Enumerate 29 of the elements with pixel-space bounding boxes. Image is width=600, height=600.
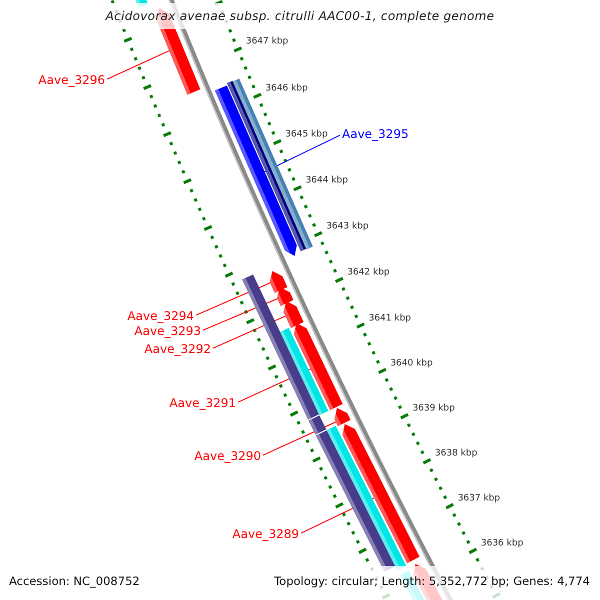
scale-label: 3644 kbp: [306, 176, 348, 187]
scale-label: 3636 kbp: [480, 538, 524, 550]
gene-label: Aave_3295: [342, 127, 409, 142]
gene-feature: [277, 287, 294, 306]
gene-label: Aave_3296: [38, 73, 105, 88]
gene-label: Aave_3291: [169, 396, 236, 410]
gene-label: Aave_3290: [194, 449, 261, 464]
scale-label: 3637 kbp: [458, 494, 500, 505]
leader-line: [262, 421, 337, 456]
scale-label: 3642 kbp: [347, 268, 390, 278]
gene-label: Aave_3294: [127, 309, 194, 324]
leader-line: [106, 50, 170, 80]
scale-label: 3638 kbp: [434, 448, 478, 460]
scale-label: 3643 kbp: [326, 222, 369, 233]
scale-label: 3647 kbp: [246, 37, 288, 48]
gene-feature: [334, 408, 351, 426]
scale-label: 3639 kbp: [412, 404, 455, 415]
scale-label: 3640 kbp: [390, 358, 433, 370]
leader-line: [212, 315, 286, 349]
leader-line: [196, 282, 271, 316]
gene-label: Aave_3289: [232, 527, 299, 542]
gene-feature: [284, 301, 304, 328]
gene-label: Aave_3292: [144, 342, 211, 356]
leader-line: [263, 134, 340, 173]
scale-label: 3646 kbp: [265, 83, 308, 94]
gene-label: Aave_3293: [134, 324, 201, 338]
leader-line: [202, 298, 278, 331]
scale-label: 3641 kbp: [368, 313, 411, 324]
scale-label: 3645 kbp: [285, 130, 328, 140]
